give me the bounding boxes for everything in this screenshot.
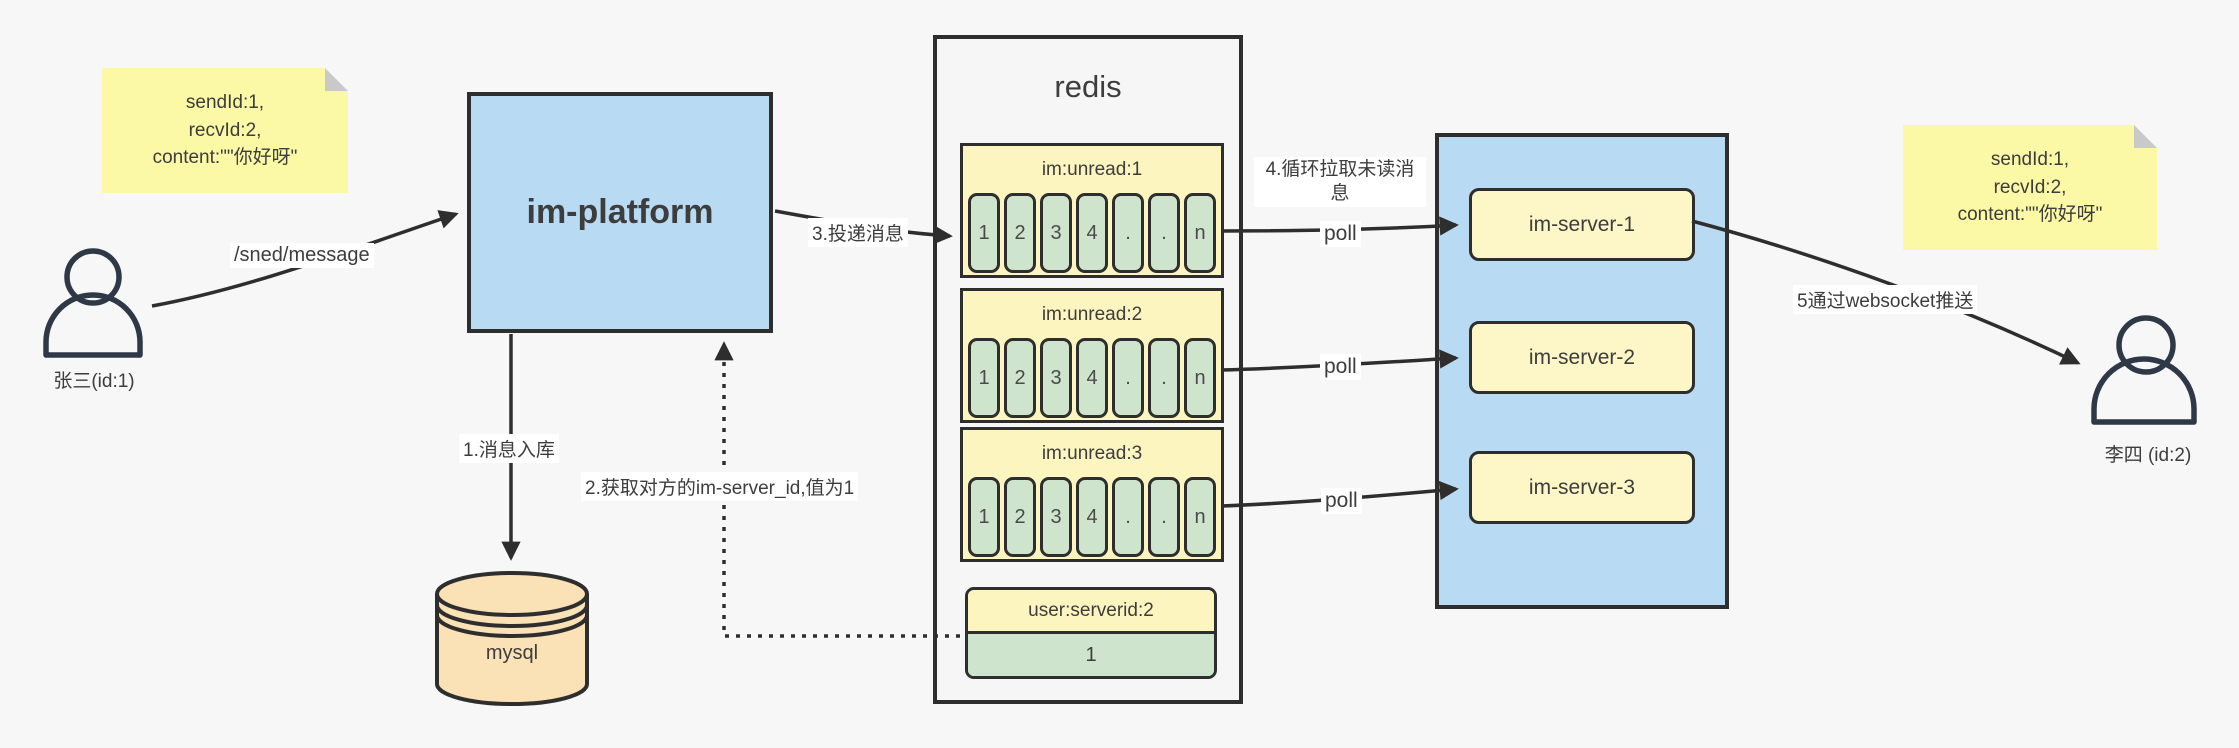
note-line: content:""你好呀" — [152, 147, 298, 169]
queue-cell: n — [1184, 193, 1216, 273]
queue-cell: n — [1184, 338, 1216, 418]
im-platform-label: im-platform — [526, 193, 714, 231]
queue-cell: . — [1148, 338, 1180, 418]
queue-name: im:unread:2 — [1041, 303, 1143, 325]
note-fold-corner-icon — [325, 68, 348, 91]
edge-label-step4: 4.循环拉取未读消息 — [1254, 157, 1426, 207]
server-label: im-server-3 — [1528, 475, 1636, 499]
im-server-2-node: im-server-2 — [1469, 321, 1695, 394]
note-line: recvId:2, — [188, 119, 262, 141]
mysql-label: mysql — [485, 642, 539, 664]
redis-title: redis — [1054, 69, 1122, 104]
queue-name: im:unread:1 — [1041, 158, 1143, 180]
queue-cells: 1 2 3 4 . . n — [963, 193, 1221, 273]
user-icon — [2091, 315, 2197, 425]
sticky-note-left: sendId:1, recvId:2, content:""你好呀" — [102, 68, 348, 193]
queue-cells: 1 2 3 4 . . n — [963, 338, 1221, 418]
queue-cell: . — [1112, 477, 1144, 557]
queue-cell: 1 — [968, 338, 1000, 418]
note-line: content:""你好呀" — [1957, 204, 2103, 226]
edge-label-step2: 2.获取对方的im-server_id,值为1 — [581, 472, 859, 501]
queue-cell: 2 — [1004, 477, 1036, 557]
queue-cell: 3 — [1040, 477, 1072, 557]
queue-cell: . — [1112, 193, 1144, 273]
edge-label-poll: poll — [1321, 488, 1362, 514]
kv-value: 1 — [968, 634, 1214, 676]
queue-cell: 3 — [1040, 193, 1072, 273]
queue-cell: . — [1148, 193, 1180, 273]
queue-cell: . — [1112, 338, 1144, 418]
receiver-name: 李四 (id:2) — [2104, 445, 2192, 466]
note-line: sendId:1, — [1990, 149, 2070, 171]
im-platform-node: im-platform — [467, 92, 773, 333]
redis-container: redis im:unread:1 1 2 3 4 . . n im:unrea… — [933, 35, 1243, 704]
queue-im-unread-2: im:unread:2 1 2 3 4 . . n — [960, 288, 1224, 423]
queue-name: im:unread:3 — [1041, 442, 1143, 464]
im-server-3-node: im-server-3 — [1469, 451, 1695, 524]
queue-cell: n — [1184, 477, 1216, 557]
sender-name: 张三(id:1) — [53, 371, 135, 392]
sticky-note-right: sendId:1, recvId:2, content:""你好呀" — [1903, 125, 2157, 250]
queue-cell: 2 — [1004, 193, 1036, 273]
server-label: im-server-1 — [1528, 212, 1636, 236]
im-server-cluster: im-server-1 im-server-2 im-server-3 — [1435, 133, 1729, 609]
edge-label-step5: 5通过websocket推送 — [1793, 285, 1978, 314]
server-label: im-server-2 — [1528, 345, 1636, 369]
queue-cell: . — [1148, 477, 1180, 557]
queue-cell: 1 — [968, 193, 1000, 273]
user-icon — [43, 248, 143, 358]
edge-label-step3: 3.投递消息 — [808, 218, 908, 247]
edge-label-poll: poll — [1320, 221, 1361, 247]
note-line: recvId:2, — [1993, 176, 2067, 198]
queue-cell: 1 — [968, 477, 1000, 557]
mysql-database-icon — [435, 571, 589, 706]
queue-cell: 3 — [1040, 338, 1072, 418]
queue-im-unread-1: im:unread:1 1 2 3 4 . . n — [960, 143, 1224, 278]
note-line: sendId:1, — [185, 92, 265, 114]
edge-label-send: /sned/message — [230, 243, 374, 268]
kv-user-serverid: user:serverid:2 1 — [965, 587, 1217, 679]
edge-label-poll: poll — [1320, 354, 1361, 380]
queue-cell: 2 — [1004, 338, 1036, 418]
note-fold-corner-icon — [2134, 125, 2157, 148]
queue-cell: 4 — [1076, 477, 1108, 557]
edge-label-step1: 1.消息入库 — [459, 434, 559, 463]
queue-cell: 4 — [1076, 193, 1108, 273]
queue-im-unread-3: im:unread:3 1 2 3 4 . . n — [960, 427, 1224, 562]
queue-cells: 1 2 3 4 . . n — [963, 477, 1221, 557]
queue-cell: 4 — [1076, 338, 1108, 418]
kv-key: user:serverid:2 — [968, 590, 1214, 634]
im-server-1-node: im-server-1 — [1469, 188, 1695, 261]
